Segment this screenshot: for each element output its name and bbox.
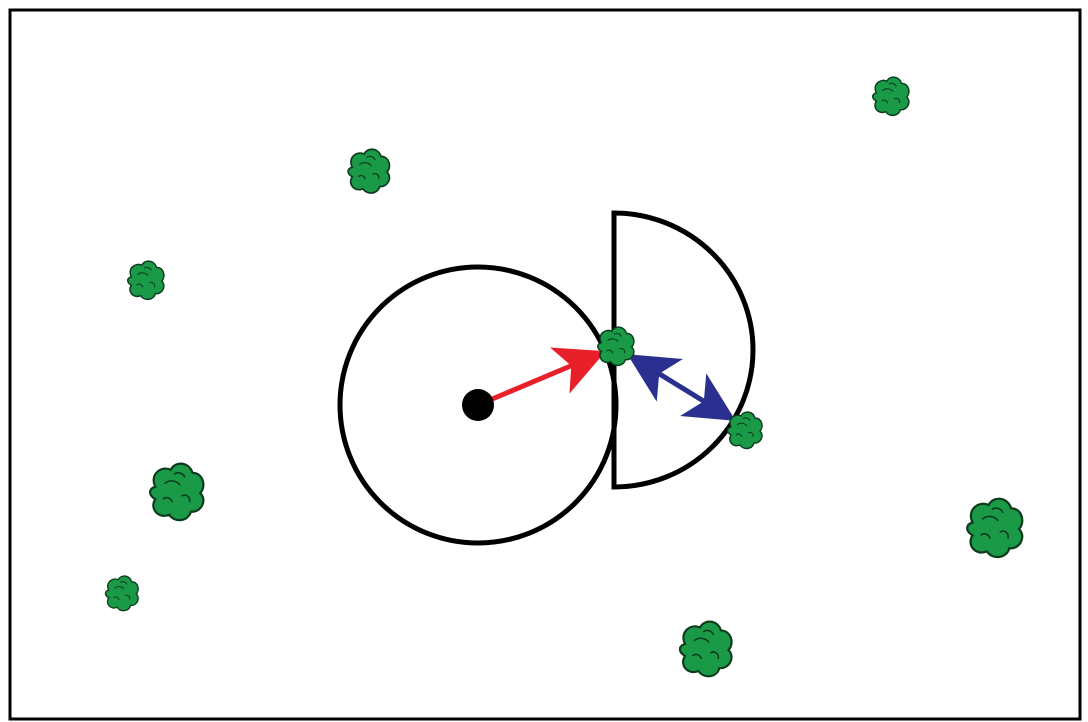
bush-icon: [105, 576, 138, 611]
bush-icon: [348, 149, 389, 193]
bush-icon: [150, 464, 203, 521]
bush-icon: [598, 327, 634, 365]
frame-border: [10, 10, 1080, 719]
bush-icon: [728, 412, 762, 448]
bush-icon: [128, 261, 164, 299]
center-point: [462, 389, 494, 421]
bush-icon: [967, 499, 1022, 557]
bush-icon: [873, 77, 909, 115]
bush-icon: [680, 622, 732, 677]
